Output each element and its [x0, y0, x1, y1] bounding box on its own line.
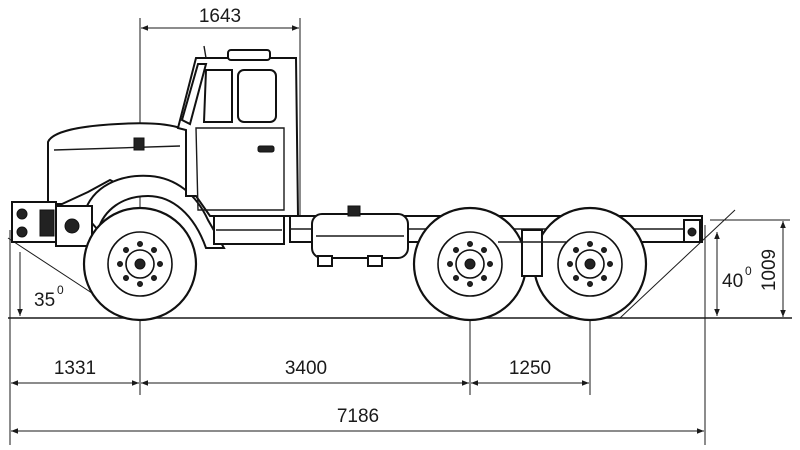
svg-text:35: 35 [34, 290, 55, 311]
dim-wheelbase: 3400 [285, 358, 327, 379]
svg-text:0: 0 [57, 283, 64, 297]
front-bumper [11, 201, 93, 247]
dim-overall-length: 7186 [337, 406, 379, 427]
dim-rear-axle-spacing: 1250 [509, 358, 551, 379]
svg-text:0: 0 [745, 264, 752, 278]
approach-angle-label: 35 0 [34, 283, 64, 311]
cab [176, 45, 300, 245]
rear-wheel-2 [532, 206, 648, 322]
fuel-tank [311, 205, 409, 267]
dim-cab-length: 1643 [199, 6, 241, 27]
front-wheel [82, 206, 198, 322]
dim-front-overhang: 1331 [54, 358, 96, 379]
rear-suspension [498, 229, 566, 277]
dim-frame-height: 1009 [759, 249, 780, 291]
dimension-lines [11, 25, 786, 434]
svg-text:40: 40 [722, 271, 743, 292]
rear-wheel-1 [412, 206, 528, 322]
departure-angle-label: 40 0 [722, 264, 752, 292]
